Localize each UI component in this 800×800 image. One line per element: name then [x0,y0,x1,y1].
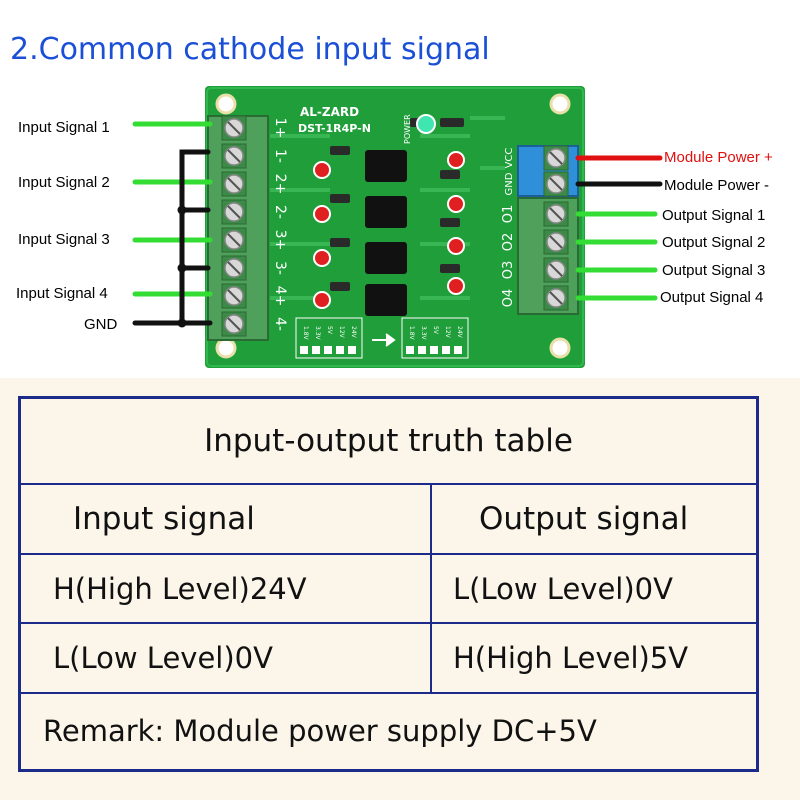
voltage-option-label: 24V [456,326,463,339]
table-cell-input-row-1: H(High Level)24V [53,571,307,606]
col-header-input: Input signal [73,501,255,537]
red-leds [313,151,465,309]
input-terminal-label: 4+ [272,286,288,307]
input-terminal-block [207,115,269,341]
truth-table: Input-output truth table Input signal Ou… [18,396,759,772]
voltage-option-label: 5V [326,326,333,335]
power-led-label: POWER [403,114,412,144]
gnd-label: GND [84,316,118,333]
dip-switch [336,346,344,354]
terminal-screw [543,257,569,283]
optocouplers [365,150,407,316]
terminal-screw [221,143,247,169]
dip-switch [442,346,450,354]
voltage-option-label: 1.8V [302,326,309,341]
mount-hole [549,337,571,359]
dip-switch [430,346,438,354]
output-terminal-label: O2 [501,233,516,252]
table-cell-output-row-1: L(Low Level)0V [453,571,673,606]
brand-text: AL-ZARD [300,105,359,119]
terminal-screw [543,145,569,171]
module-power-minus-label: Module Power - [664,177,770,194]
output-signal-1-label: Output Signal 1 [662,207,766,224]
voltage-selector-left: 1.8V 3.3V 5V 12V 24V [295,317,363,359]
dip-switch [312,346,320,354]
voltage-option-label: 12V [338,326,345,339]
dip-switch [454,346,462,354]
terminal-screw [221,283,247,309]
dip-switch [418,346,426,354]
model-text: DST-1R4P-N [298,122,371,135]
dip-switch [348,346,356,354]
terminal-screw [221,115,247,141]
terminal-screw [543,171,569,197]
output-signal-3-label: Output Signal 3 [662,262,766,279]
mount-hole [215,337,237,359]
board-svg: AL-ZARD DST-1R4P-N POWER 1+ 1- 2+ 2- 3+ 3- 4+ 4… [132,86,663,368]
dip-switch [324,346,332,354]
input-signal-3-label: Input Signal 3 [18,231,110,248]
terminal-screw [221,255,247,281]
table-cell-output-row-2: H(High Level)5V [453,641,689,675]
output-signal-2-label: Output Signal 2 [662,234,766,251]
input-terminal-label: 3- [272,261,288,275]
terminal-screw [221,171,247,197]
input-terminal-label: 2+ [272,174,288,195]
dip-switch [406,346,414,354]
voltage-option-label: 5V [432,326,439,335]
table-cell-input-row-2: L(Low Level)0V [53,641,273,675]
input-terminal-label: 2- [272,205,288,219]
input-signal-1-label: Input Signal 1 [18,119,110,136]
table-remark: Remark: Module power supply DC+5V [43,714,597,748]
input-signal-4-label: Input Signal 4 [16,285,108,302]
voltage-selector-right: 1.8V 3.3V 5V 12V 24V [401,317,469,359]
board-diagram: AL-ZARD DST-1R4P-N POWER 1+ 1- 2+ 2- 3+ 3- 4+ 4… [0,78,800,378]
dip-switch [300,346,308,354]
terminal-screw [543,285,569,311]
col-header-output: Output signal [479,501,689,537]
output-terminal-label: O1 [501,205,516,224]
voltage-option-label: 1.8V [408,326,415,341]
output-signal-4-label: Output Signal 4 [660,289,764,306]
terminal-screw [543,201,569,227]
mount-hole [549,93,571,115]
power-led [416,114,436,134]
module-power-plus-label: Module Power + [664,149,773,166]
voltage-option-label: 3.3V [420,326,427,341]
voltage-option-label: 12V [444,326,451,339]
resistors [330,118,464,291]
voltage-option-label: 24V [350,326,357,339]
input-terminal-label: 4- [272,317,288,331]
mount-hole [215,93,237,115]
terminal-screw [221,311,247,337]
input-signal-2-label: Input Signal 2 [18,174,110,191]
voltage-option-label: 3.3V [314,326,321,341]
output-terminal-label: VCC [504,148,515,169]
terminal-screw [221,227,247,253]
input-terminal-label: 1- [272,149,288,163]
output-wires [575,155,663,301]
output-terminal-label: O4 [501,289,516,308]
input-terminal-label: 1+ [272,118,288,139]
input-wires [132,121,213,328]
table-title: Input-output truth table [204,423,573,459]
input-terminal-labels: 1+ 1- 2+ 2- 3+ 3- 4+ 4- [272,118,288,331]
output-terminal-label: O3 [501,261,516,280]
page-heading: 2.Common cathode input signal [10,32,490,67]
input-terminal-label: 3+ [272,230,288,251]
terminal-screw [221,199,247,225]
arrow-icon [372,333,396,347]
output-terminal-block [517,145,579,315]
truth-table-section: Input-output truth table Input signal Ou… [0,378,800,800]
terminal-screw [543,229,569,255]
output-terminal-label: GND [504,172,515,195]
